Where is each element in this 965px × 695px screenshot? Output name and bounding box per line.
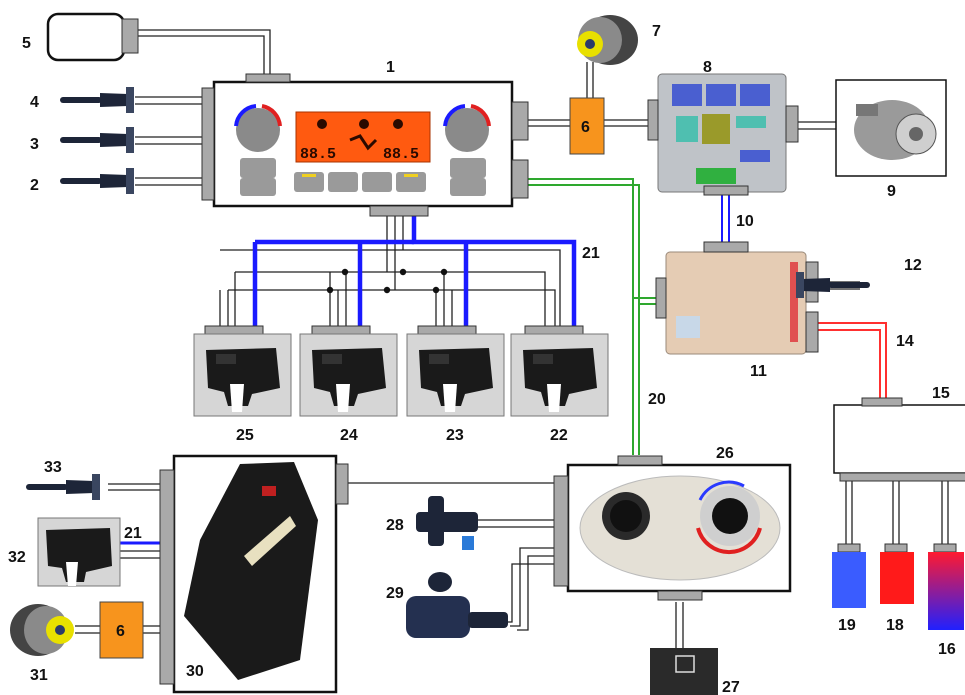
temp-right-readout: 88.5	[383, 146, 419, 163]
label-21a: 21	[582, 245, 600, 262]
label-16: 16	[938, 641, 956, 658]
flap-actuator-icon	[300, 326, 397, 416]
label-31: 31	[30, 667, 48, 684]
flap-actuator-icon	[38, 518, 120, 586]
label-29: 29	[386, 585, 404, 602]
bsi-module-icon	[656, 242, 818, 354]
sensor-probe-icon	[60, 168, 134, 194]
heater-box-icon	[160, 456, 348, 692]
label-2: 2	[30, 177, 39, 194]
fan-unit-blue	[832, 544, 866, 608]
label-14: 14	[896, 333, 914, 350]
label-33: 33	[44, 459, 62, 476]
sensor-probe-icon	[60, 87, 134, 113]
climate-control-panel: 88.5 88.5	[202, 74, 528, 216]
label-11: 11	[750, 363, 767, 380]
temp-left-readout: 88.5	[300, 146, 336, 163]
label-4: 4	[30, 94, 39, 111]
sensor-probe-icon	[60, 127, 134, 153]
blower-motor-icon	[10, 604, 74, 656]
label-18: 18	[886, 617, 904, 634]
label-6b: 6	[116, 623, 125, 640]
label-7: 7	[652, 23, 661, 40]
blower-motor-icon	[577, 15, 638, 65]
label-15: 15	[932, 385, 950, 402]
label-5: 5	[22, 35, 31, 52]
label-27: 27	[722, 679, 740, 695]
label-23: 23	[446, 427, 464, 444]
label-12: 12	[904, 257, 922, 274]
label-30: 30	[186, 663, 204, 680]
label-28: 28	[386, 517, 404, 534]
label-9: 9	[887, 183, 896, 200]
label-19: 19	[838, 617, 856, 634]
fan-unit-gradient	[928, 544, 964, 630]
sensor-probe-icon	[26, 474, 100, 500]
flap-actuator-icon	[194, 326, 291, 416]
label-21b: 21	[124, 525, 142, 542]
switch-icon	[650, 648, 718, 695]
label-1: 1	[386, 59, 395, 76]
label-26: 26	[716, 445, 734, 462]
water-pump-icon	[406, 572, 508, 638]
label-8: 8	[703, 59, 712, 76]
label-3: 3	[30, 136, 39, 153]
flap-actuator-icon	[511, 326, 608, 416]
compressor-icon	[836, 80, 946, 176]
fan-unit-red	[880, 544, 914, 604]
mirror-icon	[48, 14, 138, 60]
fuse-box-icon	[648, 74, 798, 195]
label-10: 10	[736, 213, 754, 230]
label-22: 22	[550, 427, 568, 444]
label-32: 32	[8, 549, 26, 566]
rear-control-unit	[554, 456, 790, 600]
label-20: 20	[648, 391, 666, 408]
label-24: 24	[340, 427, 358, 444]
label-6a: 6	[581, 119, 590, 136]
label-25: 25	[236, 427, 254, 444]
water-valve-icon	[416, 496, 478, 550]
fan-relay-box	[834, 398, 965, 481]
flap-actuator-icon	[407, 326, 504, 416]
